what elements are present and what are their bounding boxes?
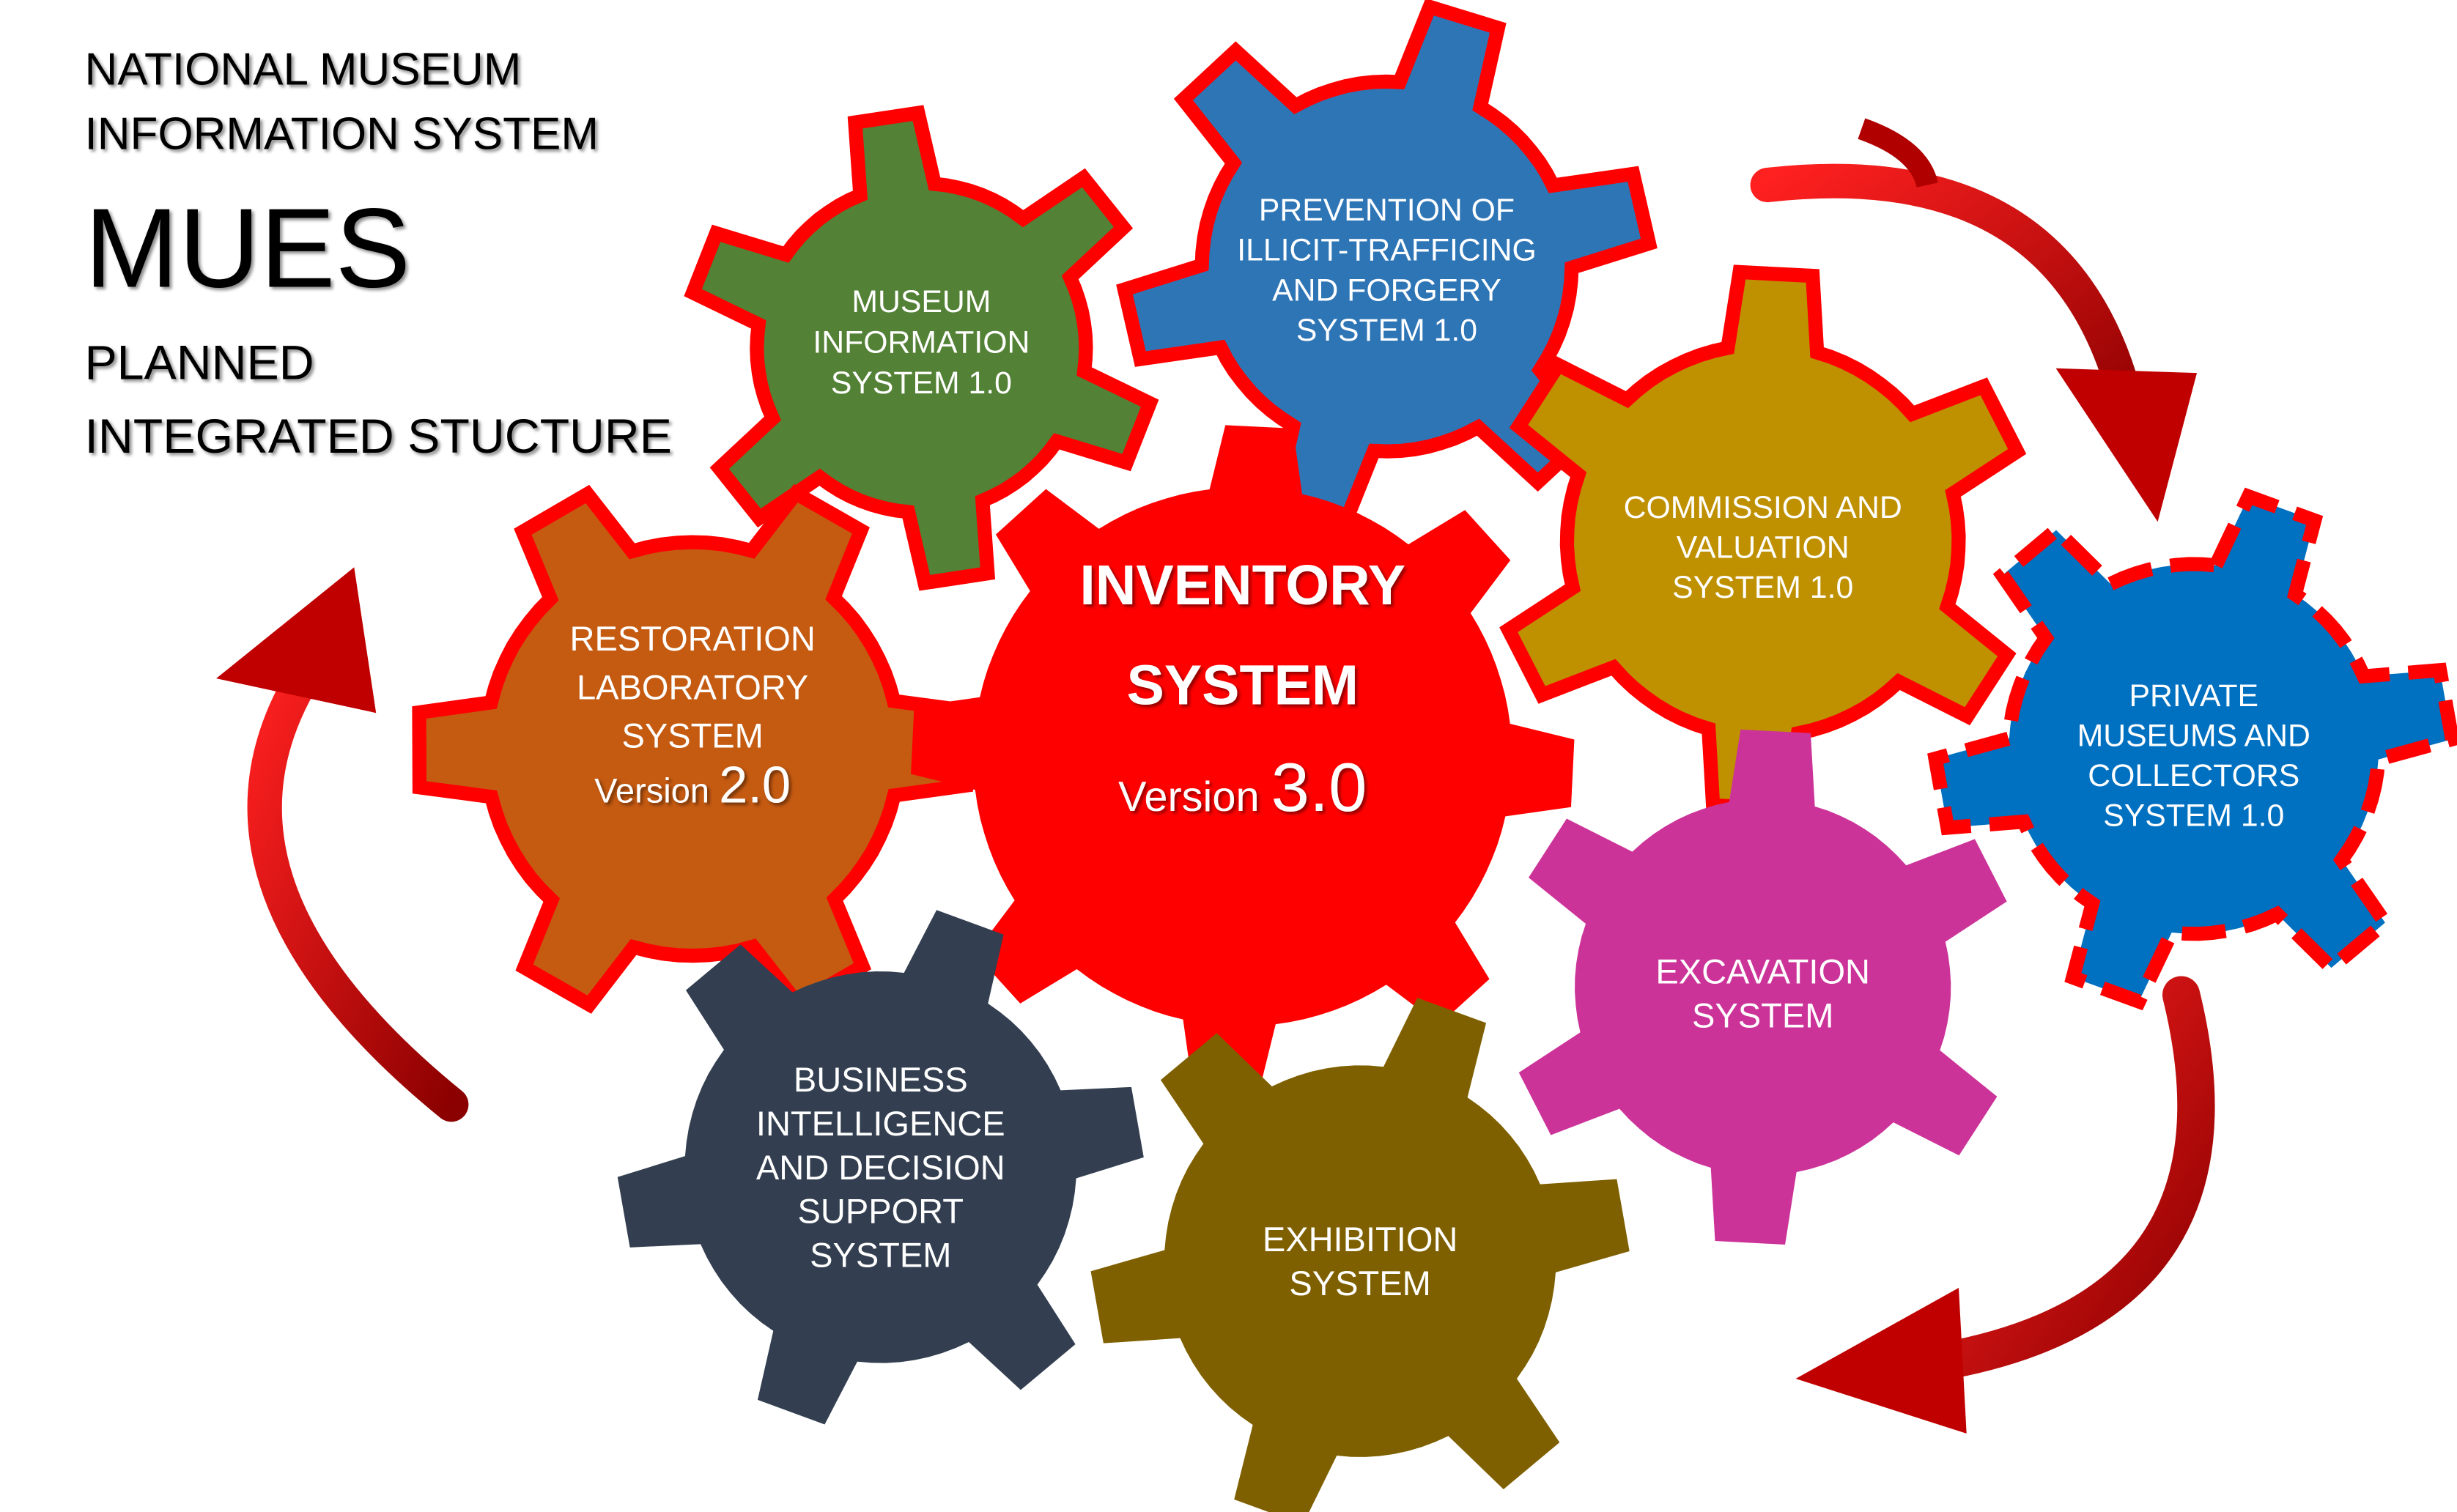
version-label: Version <box>594 771 709 810</box>
gear-label-line: MUSEUM <box>851 284 991 319</box>
gear-label-line: ILLICIT-TRAFFICING <box>1237 233 1537 268</box>
gear-label-line: EXHIBITION <box>1263 1220 1458 1259</box>
gear-label-line: SYSTEM 1.0 <box>831 366 1012 401</box>
header-line-2: INFORMATION SYSTEM <box>84 108 599 159</box>
gear-label-line: INTELLIGENCE <box>756 1104 1005 1143</box>
gear-label-line: LABORATORY <box>577 667 808 706</box>
arrow-left <box>216 567 469 1122</box>
gear-shape <box>1116 0 1658 535</box>
gear-exhibition: EXHIBITION SYSTEM <box>1090 998 1630 1512</box>
gear-label-line: SYSTEM <box>1127 654 1359 717</box>
gear-label-line: SYSTEM <box>1289 1264 1430 1302</box>
gear-label-line: AND FORGERY <box>1272 273 1501 308</box>
gear-label-line: SUPPORT <box>798 1192 964 1231</box>
gear-label-line: COMMISSION AND <box>1624 490 1902 525</box>
gear-shape <box>1927 487 2457 1011</box>
gear-business-intelligence: BUSINESS INTELLIGENCE AND DECISION SUPPORT S… <box>617 910 1144 1425</box>
gear-shape <box>1518 729 2007 1245</box>
gear-shape <box>617 910 1144 1425</box>
header: NATIONAL MUSEUM INFORMATION SYSTEM MUES … <box>84 45 672 464</box>
gear-label-line: EXCAVATION <box>1655 952 1870 990</box>
gear-shape <box>412 483 973 1014</box>
gear-label-line: INVENTORY <box>1079 554 1405 617</box>
gear-private-museums-collectors: PRIVATE MUSEUMS AND COLLECTORS SYSTEM 1.0 <box>1927 487 2457 1011</box>
gear-label-line: SYSTEM 1.0 <box>2103 798 2284 834</box>
gear-version: Version 3.0 <box>1118 749 1367 826</box>
gear-shape <box>911 425 1575 1089</box>
gear-label-line: COLLECTORS <box>2088 758 2299 793</box>
gear-label-line: PREVENTION OF <box>1259 193 1515 228</box>
version-number: 3.0 <box>1271 749 1367 826</box>
version-label: Version <box>1118 774 1260 820</box>
gear-label-line: AND DECISION <box>756 1148 1005 1187</box>
gear-inventory: INVENTORY SYSTEM Version 3.0 <box>911 425 1575 1089</box>
gear-label-line: BUSINESS <box>794 1060 968 1099</box>
gear-label-line: SYSTEM <box>1692 996 1833 1034</box>
gear-label-line: SYSTEM 1.0 <box>1296 313 1477 348</box>
gear-museum-information: MUSEUM INFORMATION SYSTEM 1.0 <box>684 105 1159 591</box>
gear-label-line: VALUATION <box>1677 530 1850 565</box>
gear-commission-valuation: COMMISSION AND VALUATION SYSTEM 1.0 <box>1499 264 2027 817</box>
gear-excavation: EXCAVATION SYSTEM <box>1518 729 2007 1245</box>
header-line-4: INTEGRATED STUCTURE <box>84 410 672 464</box>
gear-label-line: MUSEUMS AND <box>2077 719 2310 754</box>
header-line-1: NATIONAL MUSEUM <box>84 45 521 95</box>
gear-prevention-illicit-trafficking: PREVENTION OF ILLICIT-TRAFFICING AND FORGE… <box>1116 0 1658 535</box>
gear-version: Version 2.0 <box>594 756 791 814</box>
arrow-bottom-right <box>1795 976 2215 1434</box>
gear-label-line: RESTORATION <box>569 619 815 658</box>
header-line-3: PLANNED <box>84 336 314 390</box>
acronym-title: MUES <box>84 185 410 311</box>
version-number: 2.0 <box>719 756 791 814</box>
gear-shape <box>1090 998 1630 1512</box>
arrow-top-right <box>1750 118 2198 522</box>
gear-label-line: SYSTEM <box>621 716 763 755</box>
gear-shape <box>684 105 1159 591</box>
gear-label-line: SYSTEM <box>810 1236 951 1275</box>
gear-label-line: PRIVATE <box>2129 678 2258 714</box>
gear-label-line: INFORMATION <box>813 325 1030 360</box>
gear-label-line: SYSTEM 1.0 <box>1672 570 1853 605</box>
cycle-arrows <box>216 118 2215 1434</box>
